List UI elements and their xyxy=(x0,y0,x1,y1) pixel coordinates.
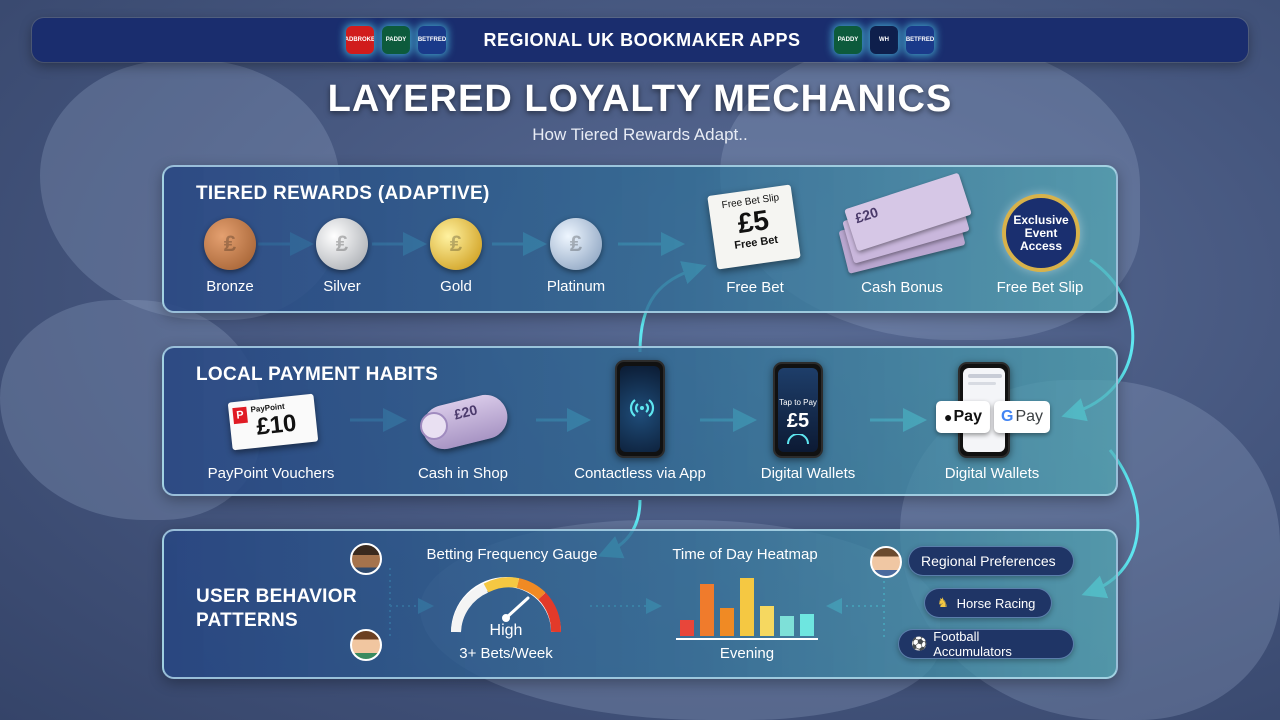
horse-racing-icon: ♞ xyxy=(937,595,949,610)
payment-label-cash: Cash in Shop xyxy=(417,465,509,482)
paypoint-voucher-icon: P PayPoint £10 xyxy=(227,393,319,451)
payment-label-digital-wallets-2: Digital Wallets xyxy=(944,465,1040,482)
free-bet-slip-icon: Free Bet Slip £5 Free Bet xyxy=(707,184,801,270)
pref-regional-label: Regional Preferences xyxy=(921,553,1056,569)
note-value: £20 xyxy=(852,203,881,227)
pref-football[interactable]: ⚽ Football Accumulators xyxy=(898,629,1074,659)
frequency-gauge-icon xyxy=(451,577,561,633)
badge-text: Exclusive Event Access xyxy=(1013,213,1069,253)
pref-horse-label: Horse Racing xyxy=(956,595,1036,611)
paypoint-logo-icon: P xyxy=(232,406,248,425)
tier-label-silver: Silver xyxy=(323,278,361,295)
user-avatar-3 xyxy=(870,546,902,578)
tier-label-gold: Gold xyxy=(440,278,472,295)
gauge-caption: 3+ Bets/Week xyxy=(459,645,553,662)
paddy-power-logo-icon[interactable]: PADDY xyxy=(834,26,862,54)
apple-pay-text: Pay xyxy=(953,408,982,425)
voucher-amount: £10 xyxy=(255,409,298,441)
banknote-stack-icon: £20 xyxy=(838,172,972,274)
payment-label-contactless: Contactless via App xyxy=(574,465,706,482)
silver-coin-icon: ₤ xyxy=(316,218,368,270)
pref-horse-racing[interactable]: ♞ Horse Racing xyxy=(924,588,1052,618)
user-avatar-1 xyxy=(350,543,382,575)
gauge-title: Betting Frequency Gauge xyxy=(426,546,598,563)
google-pay-text: Pay xyxy=(1015,408,1044,425)
betfred-logo-icon[interactable]: BETFRED xyxy=(906,26,934,54)
exclusive-event-badge-icon: Exclusive Event Access xyxy=(1002,194,1080,272)
time-of-day-heatmap-icon xyxy=(676,578,818,640)
cash-roll-icon: £20 xyxy=(417,390,513,454)
tap-to-pay-text: Tap to Pay xyxy=(779,398,817,407)
betfred-logo-icon[interactable]: BETFRED xyxy=(418,26,446,54)
gold-coin-icon: ₤ xyxy=(430,218,482,270)
bronze-coin-icon: ₤ xyxy=(204,218,256,270)
football-icon: ⚽ xyxy=(911,636,928,651)
main-title: LAYERED LOYALTY MECHANICS xyxy=(327,78,953,120)
payment-habits-title: LOCAL PAYMENT HABITS xyxy=(196,364,439,385)
google-g-icon: G xyxy=(1000,408,1014,425)
top-bar: LADBROKES PADDY BETFRED REGIONAL UK BOOK… xyxy=(32,18,1248,62)
apple-pay-button[interactable]: ●Pay xyxy=(936,401,990,433)
behavior-title: USER BEHAVIOR PATTERNS xyxy=(196,586,357,631)
tiered-rewards-title: TIERED REWARDS (ADAPTIVE) xyxy=(196,183,490,204)
tier-label-platinum: Platinum xyxy=(546,278,606,295)
paddy-power-logo-icon[interactable]: PADDY xyxy=(382,26,410,54)
payment-label-paypoint: PayPoint Vouchers xyxy=(207,465,335,482)
heatmap-caption: Evening xyxy=(719,645,775,662)
pref-regional[interactable]: Regional Preferences xyxy=(908,546,1074,576)
heatmap-title: Time of Day Heatmap xyxy=(672,546,818,563)
apple-icon: ● xyxy=(944,409,953,425)
header-title: REGIONAL UK BOOKMAKER APPS xyxy=(483,30,801,50)
platinum-coin-icon: ₤ xyxy=(550,218,602,270)
pref-football-label: Football Accumulators xyxy=(933,629,1012,659)
subtitle: How Tiered Rewards Adapt.. xyxy=(532,125,748,144)
reward-label-free-bet: Free Bet xyxy=(726,279,784,296)
tap-to-pay-amount: £5 xyxy=(786,410,810,432)
ladbrokes-logo-icon[interactable]: LADBROKES xyxy=(346,26,374,54)
william-hill-logo-icon[interactable]: WH xyxy=(870,26,898,54)
tap-to-pay-phone-icon: Tap to Pay £5 xyxy=(773,362,823,458)
reward-label-free-bet-slip: Free Bet Slip xyxy=(996,279,1084,296)
contactless-phone-icon xyxy=(615,360,665,458)
user-avatar-2 xyxy=(350,629,382,661)
gauge-reading: High xyxy=(489,622,523,639)
reward-label-cash-bonus: Cash Bonus xyxy=(861,279,943,296)
payment-label-digital-wallets-1: Digital Wallets xyxy=(760,465,856,482)
tier-label-bronze: Bronze xyxy=(206,278,254,295)
